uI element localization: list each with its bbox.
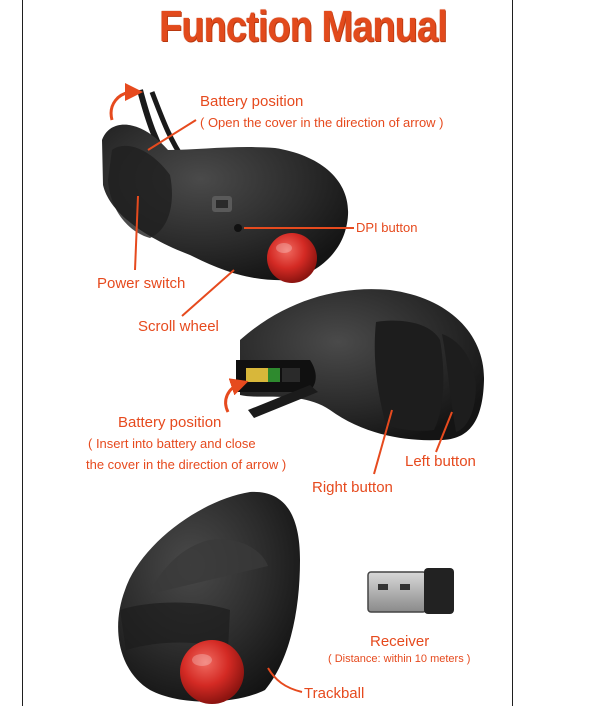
label-dpi-button: DPI button (356, 220, 418, 235)
label-battery-position-mid-note-2: the cover in the direction of arrow ) (86, 457, 287, 472)
label-scroll-wheel: Scroll wheel (138, 318, 219, 335)
label-battery-position-mid: Battery position (118, 414, 222, 431)
leader-lines-top (134, 119, 354, 317)
arrow-curved-icon (224, 378, 249, 413)
label-right-button: Right button (312, 479, 393, 496)
usb-receiver (367, 568, 454, 614)
arrow-curved-icon (109, 83, 143, 121)
page-title: Function Manual (159, 2, 448, 51)
frame-right-line (512, 0, 513, 706)
label-receiver: Receiver (370, 633, 430, 650)
mouse-battery-view (236, 289, 485, 441)
label-power-switch: Power switch (97, 275, 186, 292)
leader-lines-mid (373, 409, 453, 475)
leader-line-trackball (267, 667, 303, 693)
frame-left-line (22, 0, 23, 706)
label-receiver-note: ( Distance: within 10 meters ) (328, 653, 471, 665)
label-battery-position-top-note: ( Open the cover in the direction of arr… (200, 115, 444, 130)
label-left-button: Left button (405, 453, 476, 470)
label-battery-position-mid-note-1: ( Insert into battery and close (88, 436, 256, 451)
mouse-front-view (118, 491, 300, 704)
label-trackball: Trackball (304, 685, 365, 702)
label-battery-position-top: Battery position (200, 93, 304, 110)
mouse-side-view (102, 89, 349, 283)
